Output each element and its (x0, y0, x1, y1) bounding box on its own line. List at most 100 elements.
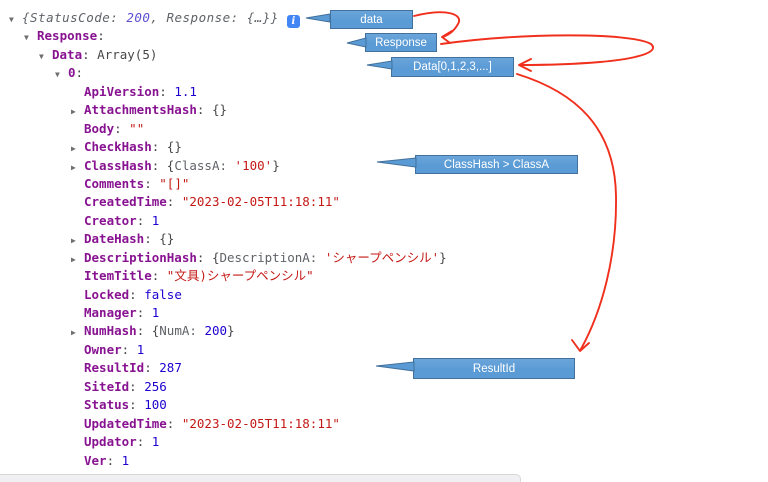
console-row: ▶AttachmentsHash: {} (0, 101, 768, 119)
console-token-num: 1 (136, 341, 145, 357)
callout-data-array-label: Data[0,1,2,3,...] (413, 61, 492, 73)
expander-triangle-icon[interactable]: ▶ (71, 107, 76, 117)
console-row: ▼ Response: (0, 27, 768, 45)
expander-triangle-icon[interactable]: ▼ (24, 33, 29, 43)
console-token-num: 200 (204, 323, 228, 339)
console-row: Locked: false (0, 286, 768, 304)
console-token-num: 1.1 (174, 83, 197, 99)
bottom-panel-edge (0, 474, 521, 482)
console-token-punc: : (151, 139, 167, 155)
console-token-key: ItemTitle (84, 268, 152, 284)
console-token-plain: { (211, 249, 220, 265)
console-token-str: "文具)シャープペンシル" (166, 268, 314, 284)
console-token-punc: : (114, 120, 130, 136)
console-token-key: AttachmentsHash (84, 102, 197, 118)
console-row: Creator: 1 (0, 212, 768, 230)
console-token-str: "2023-02-05T11:18:11" (181, 194, 340, 210)
console-token-key: Creator (84, 212, 137, 228)
console-token-str: "2023-02-05T11:18:11" (181, 415, 340, 431)
console-token-punc: : (166, 194, 182, 210)
expander-triangle-icon[interactable]: ▼ (39, 51, 44, 61)
console-row: ▼ Data: Array(5) (0, 46, 768, 64)
console-token-punc: : (136, 212, 152, 228)
console-row: CreatedTime: "2023-02-05T11:18:11" (0, 193, 768, 211)
console-token-num: 1 (151, 212, 160, 228)
console-row: ▶CheckHash: {} (0, 138, 768, 156)
callout-response-label: Response (375, 36, 427, 49)
console-token-key: Data (52, 46, 83, 62)
console-token-num: 1 (151, 305, 160, 320)
expander-triangle-icon[interactable]: ▼ (9, 15, 14, 24)
console-token-key: Updator (84, 434, 137, 450)
console-token-punc: : (82, 46, 98, 62)
console-token-pkey: ClassA: (174, 157, 235, 173)
console-token-prev: , Response: {…}} (150, 10, 279, 25)
callout-classhash-classa-label: ClassHash > ClassA (443, 158, 550, 171)
console-token-plain: {} (166, 139, 182, 155)
console-token-pkey: DescriptionA: (219, 249, 325, 265)
console-token-num: 287 (159, 360, 182, 376)
console-token-punc: : (129, 397, 145, 413)
console-token-punc: : (136, 323, 152, 339)
console-token-num: 1 (121, 452, 130, 468)
expander-triangle-icon[interactable]: ▶ (71, 236, 76, 246)
console-row: Body: "" (0, 120, 768, 138)
console-token-punc: : (196, 249, 212, 265)
console-token-punc: : (144, 175, 160, 191)
console-token-prevnum: 200 (126, 10, 151, 25)
console-token-key: Owner (84, 341, 122, 357)
expander-triangle-icon[interactable]: ▼ (55, 70, 60, 80)
console-token-plain: } (439, 249, 447, 265)
expander-triangle-icon[interactable]: ▶ (71, 144, 76, 154)
console-row: Comments: "[]" (0, 175, 768, 193)
expander-triangle-icon[interactable]: ▶ (71, 162, 76, 172)
console-token-key: ApiVersion (84, 83, 160, 99)
callout-resultid: ResultId (413, 358, 575, 379)
expander-triangle-icon[interactable]: ▶ (71, 254, 76, 264)
console-token-plain: } (272, 157, 280, 173)
console-row: ApiVersion: 1.1 (0, 83, 768, 101)
console-token-punc: : (136, 434, 152, 450)
console-token-punc: : (151, 157, 167, 173)
console-token-key: CreatedTime (84, 194, 167, 210)
callout-data-label: data (360, 13, 383, 26)
console-token-key: Status (84, 397, 130, 413)
console-token-key: Body (84, 120, 115, 136)
console-token-punc: : (144, 231, 160, 247)
callout-data: data (330, 10, 413, 29)
console-token-key: ResultId (84, 360, 145, 376)
console-token-punc: : (121, 341, 137, 357)
callout-classhash-classa: ClassHash > ClassA (415, 155, 578, 174)
console-row: ▶NumHash: {NumA: 200} (0, 322, 768, 340)
console-token-key: ClassHash (84, 157, 152, 173)
console-token-punc: : (166, 415, 182, 431)
console-row: ▶ClassHash: {ClassA: '100'} (0, 157, 768, 175)
console-token-key: Response (37, 28, 98, 44)
console-token-prev: {StatusCode: (22, 10, 127, 25)
console-row: UpdatedTime: "2023-02-05T11:18:11" (0, 415, 768, 433)
console-token-num: 100 (144, 397, 167, 413)
console-token-punc: : (136, 305, 152, 320)
console-token-num: 256 (144, 378, 167, 394)
console-token-punc: : (129, 286, 145, 302)
info-icon[interactable]: i (286, 15, 300, 28)
console-token-plain: {} (211, 102, 228, 118)
console-token-punc: : (151, 268, 167, 284)
console-token-pkey: NumA: (159, 323, 205, 339)
console-token-key: Comments (84, 175, 145, 191)
console-token-punc: : (144, 360, 160, 376)
console-token-num: false (144, 286, 182, 302)
expander-triangle-icon[interactable]: ▶ (71, 328, 76, 338)
callout-response: Response (365, 33, 437, 52)
console-token-plain: Array(5) (97, 46, 158, 62)
console-row: Owner: 1 (0, 341, 768, 359)
console-token-punc: : (97, 28, 105, 44)
console-row: Ver: 1 (0, 452, 768, 470)
console-token-plain: } (227, 323, 235, 339)
console-row: SiteId: 256 (0, 378, 768, 396)
console-token-punc: : (129, 378, 145, 394)
console-row: Manager: 1 (0, 304, 768, 322)
console-row: ItemTitle: "文具)シャープペンシル" (0, 267, 768, 285)
console-token-num: 1 (151, 434, 160, 450)
